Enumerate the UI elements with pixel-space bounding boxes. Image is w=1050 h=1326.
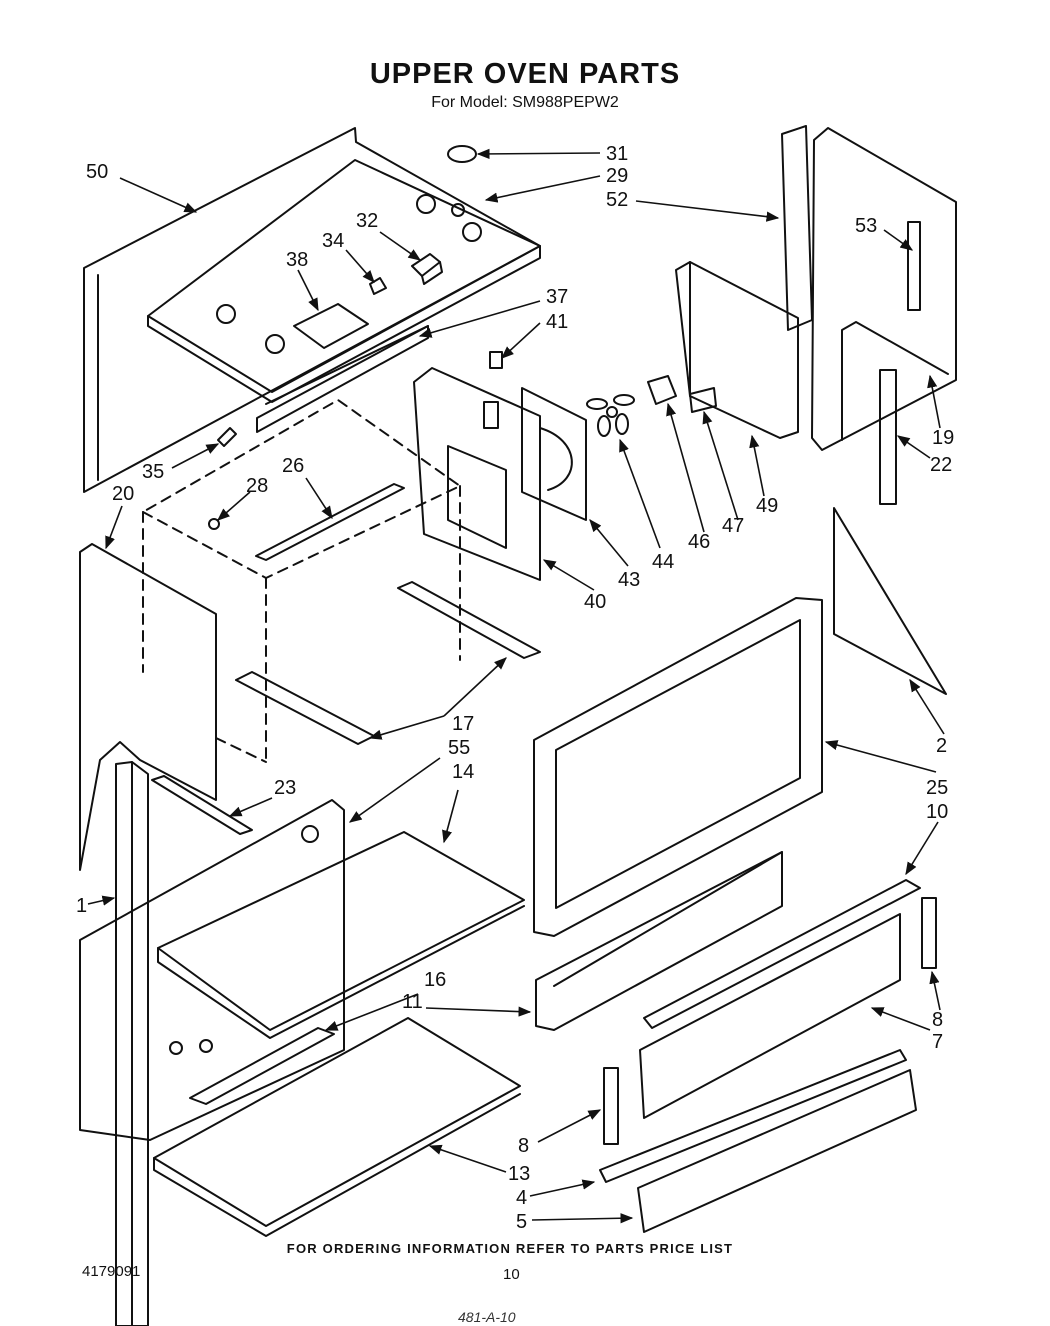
diagram-title: UPPER OVEN PARTS	[369, 58, 681, 90]
callout-8-left: 8	[518, 1135, 529, 1157]
bottom-tray-part-13	[153, 1017, 521, 1237]
strip-part-52	[781, 125, 813, 331]
clip-part-35	[217, 427, 237, 447]
page-number: 10	[503, 1266, 520, 1283]
bracket-part-22	[879, 369, 897, 505]
callout-17: 17	[452, 713, 474, 735]
callout-8-right: 8	[932, 1009, 943, 1031]
fan-blade-part-44	[586, 394, 635, 437]
callout-41: 41	[546, 311, 568, 333]
vertical-post-part-1	[115, 761, 149, 1326]
callout-28: 28	[246, 475, 268, 497]
callout-25: 25	[926, 777, 948, 799]
callout-31: 31	[606, 143, 628, 165]
bottom-rail-part-4	[599, 1049, 907, 1183]
side-panel-part-53	[811, 127, 957, 451]
panel-part-11	[535, 851, 783, 1031]
rail-part-17a	[235, 671, 375, 745]
cap-part-31	[447, 145, 477, 163]
callout-44: 44	[652, 551, 674, 573]
triangle-panel-part-2	[833, 507, 947, 695]
fan-cover-part-43	[521, 387, 587, 521]
ordering-note: FOR ORDERING INFORMATION REFER TO PARTS …	[286, 1241, 734, 1256]
callout-29: 29	[606, 165, 628, 187]
part-47	[689, 387, 717, 413]
callout-50: 50	[86, 161, 108, 183]
callout-26: 26	[282, 455, 304, 477]
callout-10: 10	[926, 801, 948, 823]
door-frame-part-25	[533, 597, 823, 937]
side-panel-part-20	[79, 543, 217, 871]
callout-14: 14	[452, 761, 474, 783]
document-number: 4179091	[82, 1263, 141, 1280]
side-frame-part-55	[79, 799, 345, 1141]
callout-1: 1	[76, 895, 87, 917]
callout-22: 22	[930, 454, 952, 476]
callout-7: 7	[932, 1031, 943, 1053]
trim-strip-part-10	[643, 879, 921, 1029]
oven-top-plate-part-29	[147, 159, 541, 403]
oven-cavity-outline	[142, 399, 461, 763]
bracket-part-32	[411, 253, 443, 285]
model-subtitle: For Model: SM988PEPW2	[431, 94, 619, 111]
callout-38: 38	[286, 249, 308, 271]
motor-bracket-part-49	[675, 261, 799, 439]
callout-20: 20	[112, 483, 134, 505]
cover-plate-part-38	[293, 303, 369, 349]
back-panel-part-50	[83, 127, 541, 493]
bottom-channel-part-5	[637, 1069, 917, 1233]
callout-55: 55	[448, 737, 470, 759]
callout-11: 11	[402, 991, 423, 1013]
callout-43: 43	[618, 569, 640, 591]
callout-4: 4	[516, 1187, 527, 1209]
callout-40: 40	[584, 591, 606, 613]
screw-part-28	[208, 518, 220, 530]
bracket-part-23	[151, 775, 253, 835]
callout-35: 35	[142, 461, 164, 483]
callout-34: 34	[322, 230, 344, 252]
callout-13: 13	[508, 1163, 530, 1185]
strip-part-8-left	[603, 1067, 619, 1145]
rail-part-17b	[397, 581, 541, 659]
rail-part-37	[256, 325, 429, 433]
clip-part-34	[369, 277, 387, 295]
callout-52: 52	[606, 189, 628, 211]
callout-2: 2	[936, 735, 947, 757]
shelf-part-14	[157, 831, 525, 1039]
callout-16: 16	[424, 969, 446, 991]
callout-5: 5	[516, 1211, 527, 1233]
callout-37: 37	[546, 286, 568, 308]
callout-32: 32	[356, 210, 378, 232]
callout-23: 23	[274, 777, 296, 799]
callout-49: 49	[756, 495, 778, 517]
callout-53: 53	[855, 215, 877, 237]
part-41	[489, 351, 503, 369]
handwritten-note: 481-A-10	[458, 1309, 516, 1325]
callout-47: 47	[722, 515, 744, 537]
callout-46: 46	[688, 531, 710, 553]
callout-19: 19	[932, 427, 954, 449]
door-glass-part-7	[639, 913, 901, 1119]
rail-part-26	[255, 483, 405, 561]
fan-shroud-part-40	[413, 367, 541, 581]
strip-part-8-right	[921, 897, 937, 969]
motor-part-46	[647, 375, 677, 405]
frame-part-19	[841, 321, 949, 441]
strip-part-16	[189, 1027, 335, 1105]
